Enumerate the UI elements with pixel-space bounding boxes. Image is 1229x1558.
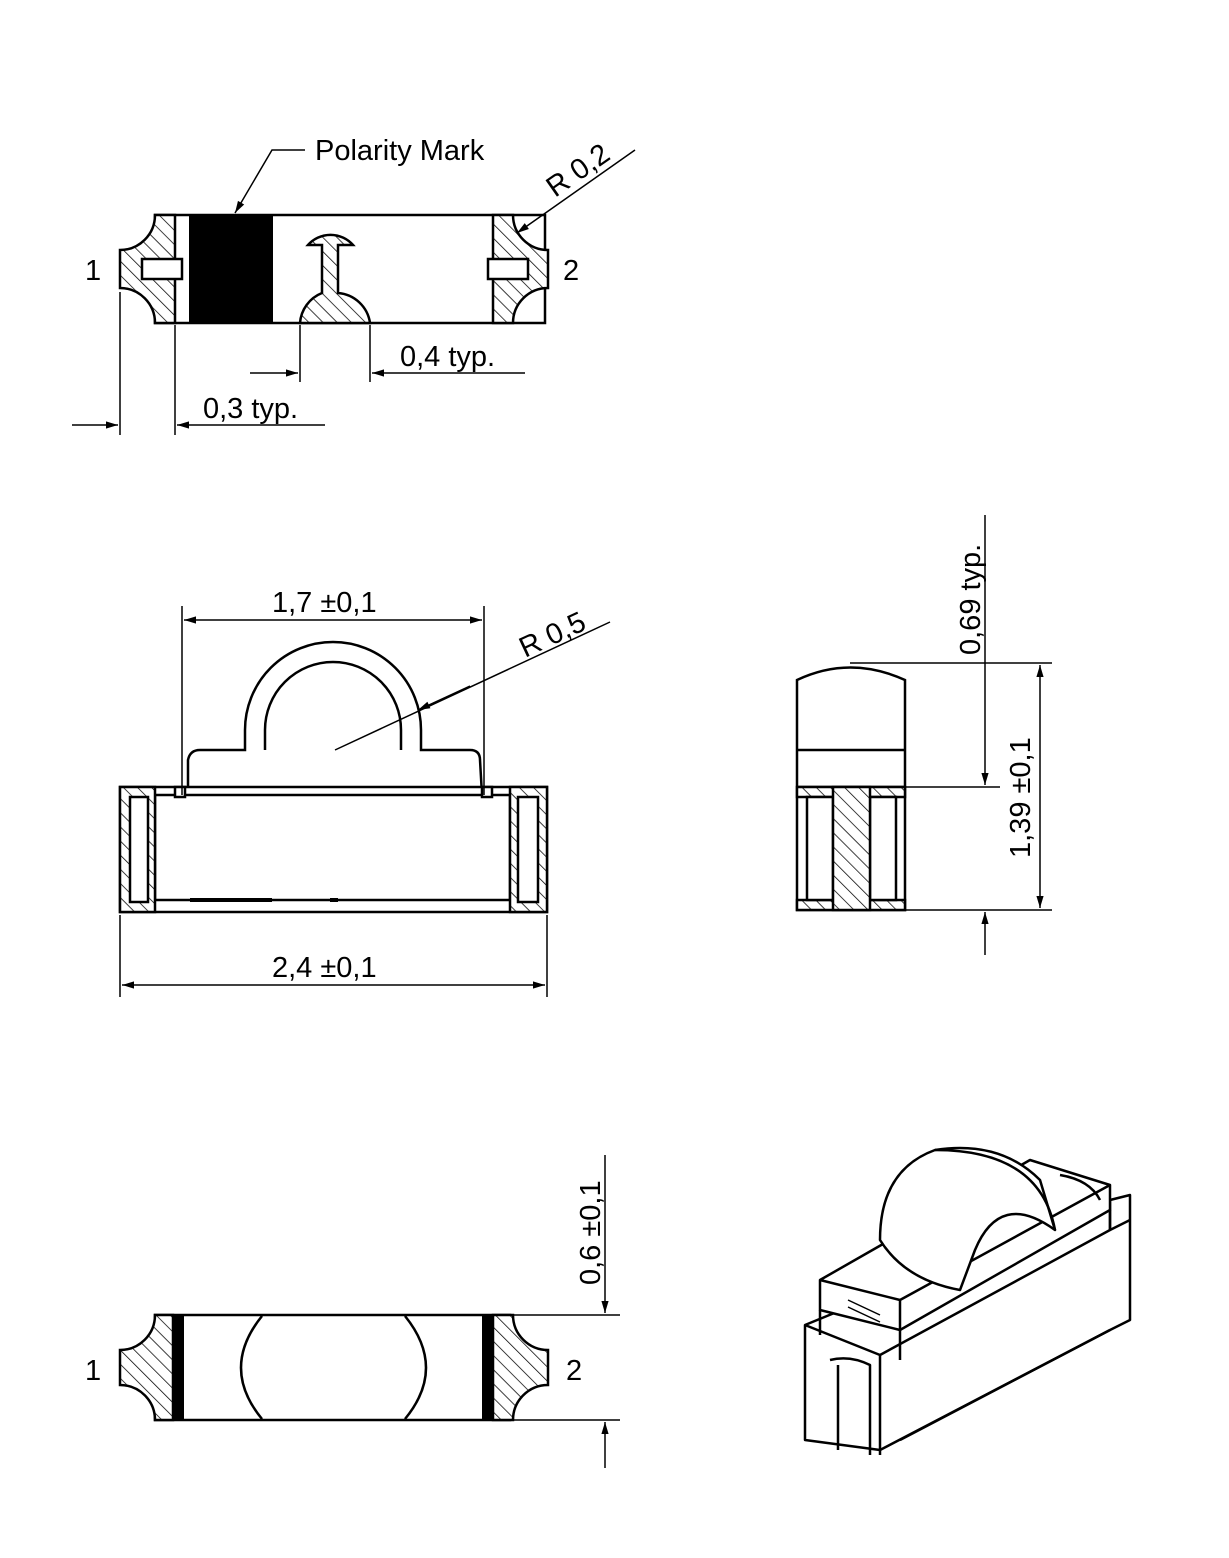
polarity-mark xyxy=(189,214,273,324)
bottom-body xyxy=(153,1313,512,1422)
polarity-mark-label: Polarity Mark xyxy=(315,135,485,167)
side-lead xyxy=(831,785,872,912)
isometric-view xyxy=(803,1146,1132,1455)
dim-optical-height: 0,69 typ. xyxy=(955,544,987,655)
front-view: 1,7 ±0,1 R 0,5 2,4 ±0,1 xyxy=(118,587,611,997)
lens-right-arc xyxy=(404,1315,428,1420)
right-pad-notch xyxy=(486,257,530,281)
radius-label: R 0,2 xyxy=(541,138,616,204)
polarity-leader xyxy=(234,149,305,214)
dome-radius-label: R 0,5 xyxy=(514,606,590,664)
dim-total-height: 1,39 ±0,1 xyxy=(1005,737,1037,858)
pin-2-label: 2 xyxy=(563,255,579,287)
dome-arch xyxy=(263,660,403,750)
front-body xyxy=(118,785,549,914)
bottom-pin-2-label: 2 xyxy=(566,1355,582,1387)
bottom-view: 1 2 0,6 ±0,1 xyxy=(85,1155,620,1468)
radius-leader xyxy=(516,149,636,234)
pin-1-label: 1 xyxy=(85,255,101,287)
lens-left-arc xyxy=(239,1315,263,1420)
anode-lead xyxy=(298,233,372,325)
dim-body-height: 0,6 ±0,1 xyxy=(575,1180,607,1285)
dim-dome-width: 1,7 ±0,1 xyxy=(272,587,377,619)
dim-body-length: 2,4 ±0,1 xyxy=(272,952,377,984)
dim-pad-width: 0,3 typ. xyxy=(203,393,298,425)
top-view: 1 2 Polarity Mark R 0,2 0,4 typ. 0,3 typ… xyxy=(72,135,636,435)
dim-lead-width: 0,4 typ. xyxy=(400,341,495,373)
left-pad-notch xyxy=(140,257,184,281)
bottom-pin-1-label: 1 xyxy=(85,1355,101,1387)
side-view: 0,69 typ. 1,39 ±0,1 xyxy=(795,515,1052,955)
